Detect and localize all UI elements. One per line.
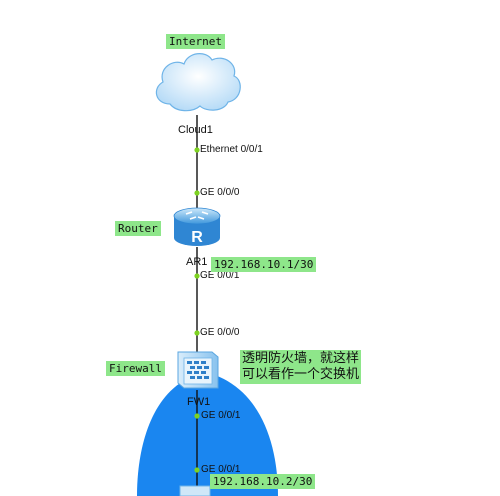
router-icon[interactable]: R: [173, 207, 221, 246]
port-dot: [194, 467, 200, 473]
note-line-2: 可以看作一个交换机: [242, 367, 360, 382]
port-dot: [194, 330, 200, 336]
firewall-tag: Firewall: [106, 361, 165, 376]
port-dot: [194, 190, 200, 196]
svg-text:R: R: [191, 229, 203, 246]
router-ip-label: 192.168.10.1/30: [211, 257, 317, 272]
firewall-icon[interactable]: [177, 351, 219, 389]
switch-icon[interactable]: [179, 485, 211, 496]
port-dot: [194, 413, 200, 419]
port-label: Ethernet 0/0/1: [200, 144, 263, 155]
port-label: GE 0/0/0: [200, 327, 240, 338]
port-label: GE 0/0/1: [201, 464, 241, 475]
firewall-name-label: FW1: [187, 396, 211, 408]
port-dot: [194, 147, 200, 153]
cloud-icon[interactable]: [155, 53, 241, 112]
port-label: GE 0/0/1: [200, 270, 240, 281]
security-zone: [137, 372, 278, 496]
device-ip-label: 192.168.10.2/30: [210, 474, 316, 489]
transparent-firewall-note: 透明防火墙，就这样 可以看作一个交换机: [240, 350, 362, 384]
port-label: GE 0/0/1: [201, 410, 241, 421]
note-line-1: 透明防火墙，就这样: [242, 351, 360, 366]
router-tag: Router: [115, 221, 161, 236]
port-dot: [194, 273, 200, 279]
cloud-name-label: Cloud1: [178, 124, 213, 136]
internet-tag: Internet: [166, 34, 225, 49]
router-name-label: AR1: [186, 256, 208, 268]
port-label: GE 0/0/0: [200, 187, 240, 198]
